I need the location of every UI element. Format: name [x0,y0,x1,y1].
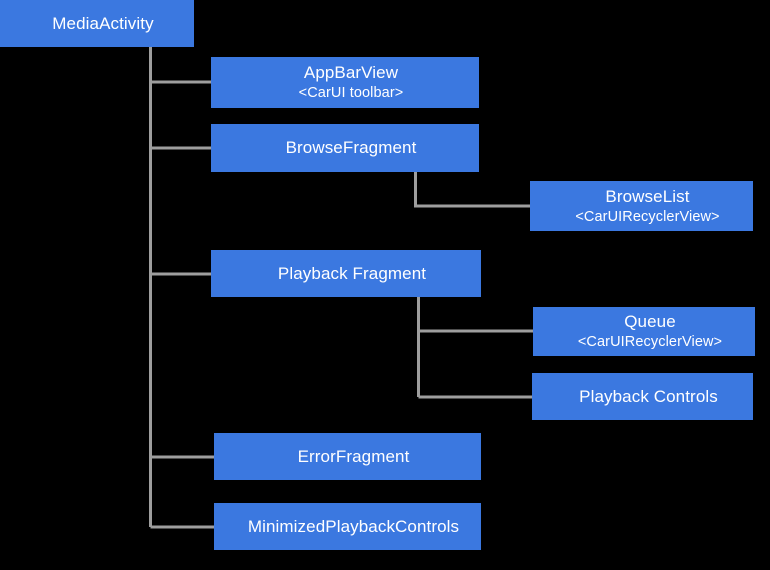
node-appbarview[interactable]: AppBarView <CarUI toolbar> [211,57,479,108]
node-browsefragment[interactable]: BrowseFragment [211,124,479,172]
node-mediaactivity[interactable]: MediaActivity [0,0,194,47]
node-browselist-title: BrowseList [605,186,690,206]
node-errorfragment-title: ErrorFragment [297,446,410,466]
node-errorfragment[interactable]: ErrorFragment [214,433,481,480]
node-mediaactivity-title: MediaActivity [52,13,154,33]
node-appbarview-subtitle: <CarUI toolbar> [298,85,404,102]
node-queue-subtitle: <CarUIRecyclerView> [577,334,723,351]
node-playback-fragment-title: Playback Fragment [277,263,427,283]
node-playback-controls-title: Playback Controls [579,386,718,406]
node-browselist[interactable]: BrowseList <CarUIRecyclerView> [530,181,753,231]
node-browselist-subtitle: <CarUIRecyclerView> [575,208,720,225]
node-queue-title: Queue [624,312,676,332]
node-minimized-playback-controls-title: MinimizedPlaybackControls [247,516,460,536]
node-playback-controls[interactable]: Playback Controls [532,373,753,420]
node-minimized-playback-controls[interactable]: MinimizedPlaybackControls [214,503,481,550]
edge-browsefragment-browselist [414,172,530,208]
node-appbarview-title: AppBarView [303,63,399,83]
node-queue[interactable]: Queue <CarUIRecyclerView> [533,307,755,356]
node-playback-fragment[interactable]: Playback Fragment [211,250,481,297]
node-browsefragment-title: BrowseFragment [285,138,417,158]
